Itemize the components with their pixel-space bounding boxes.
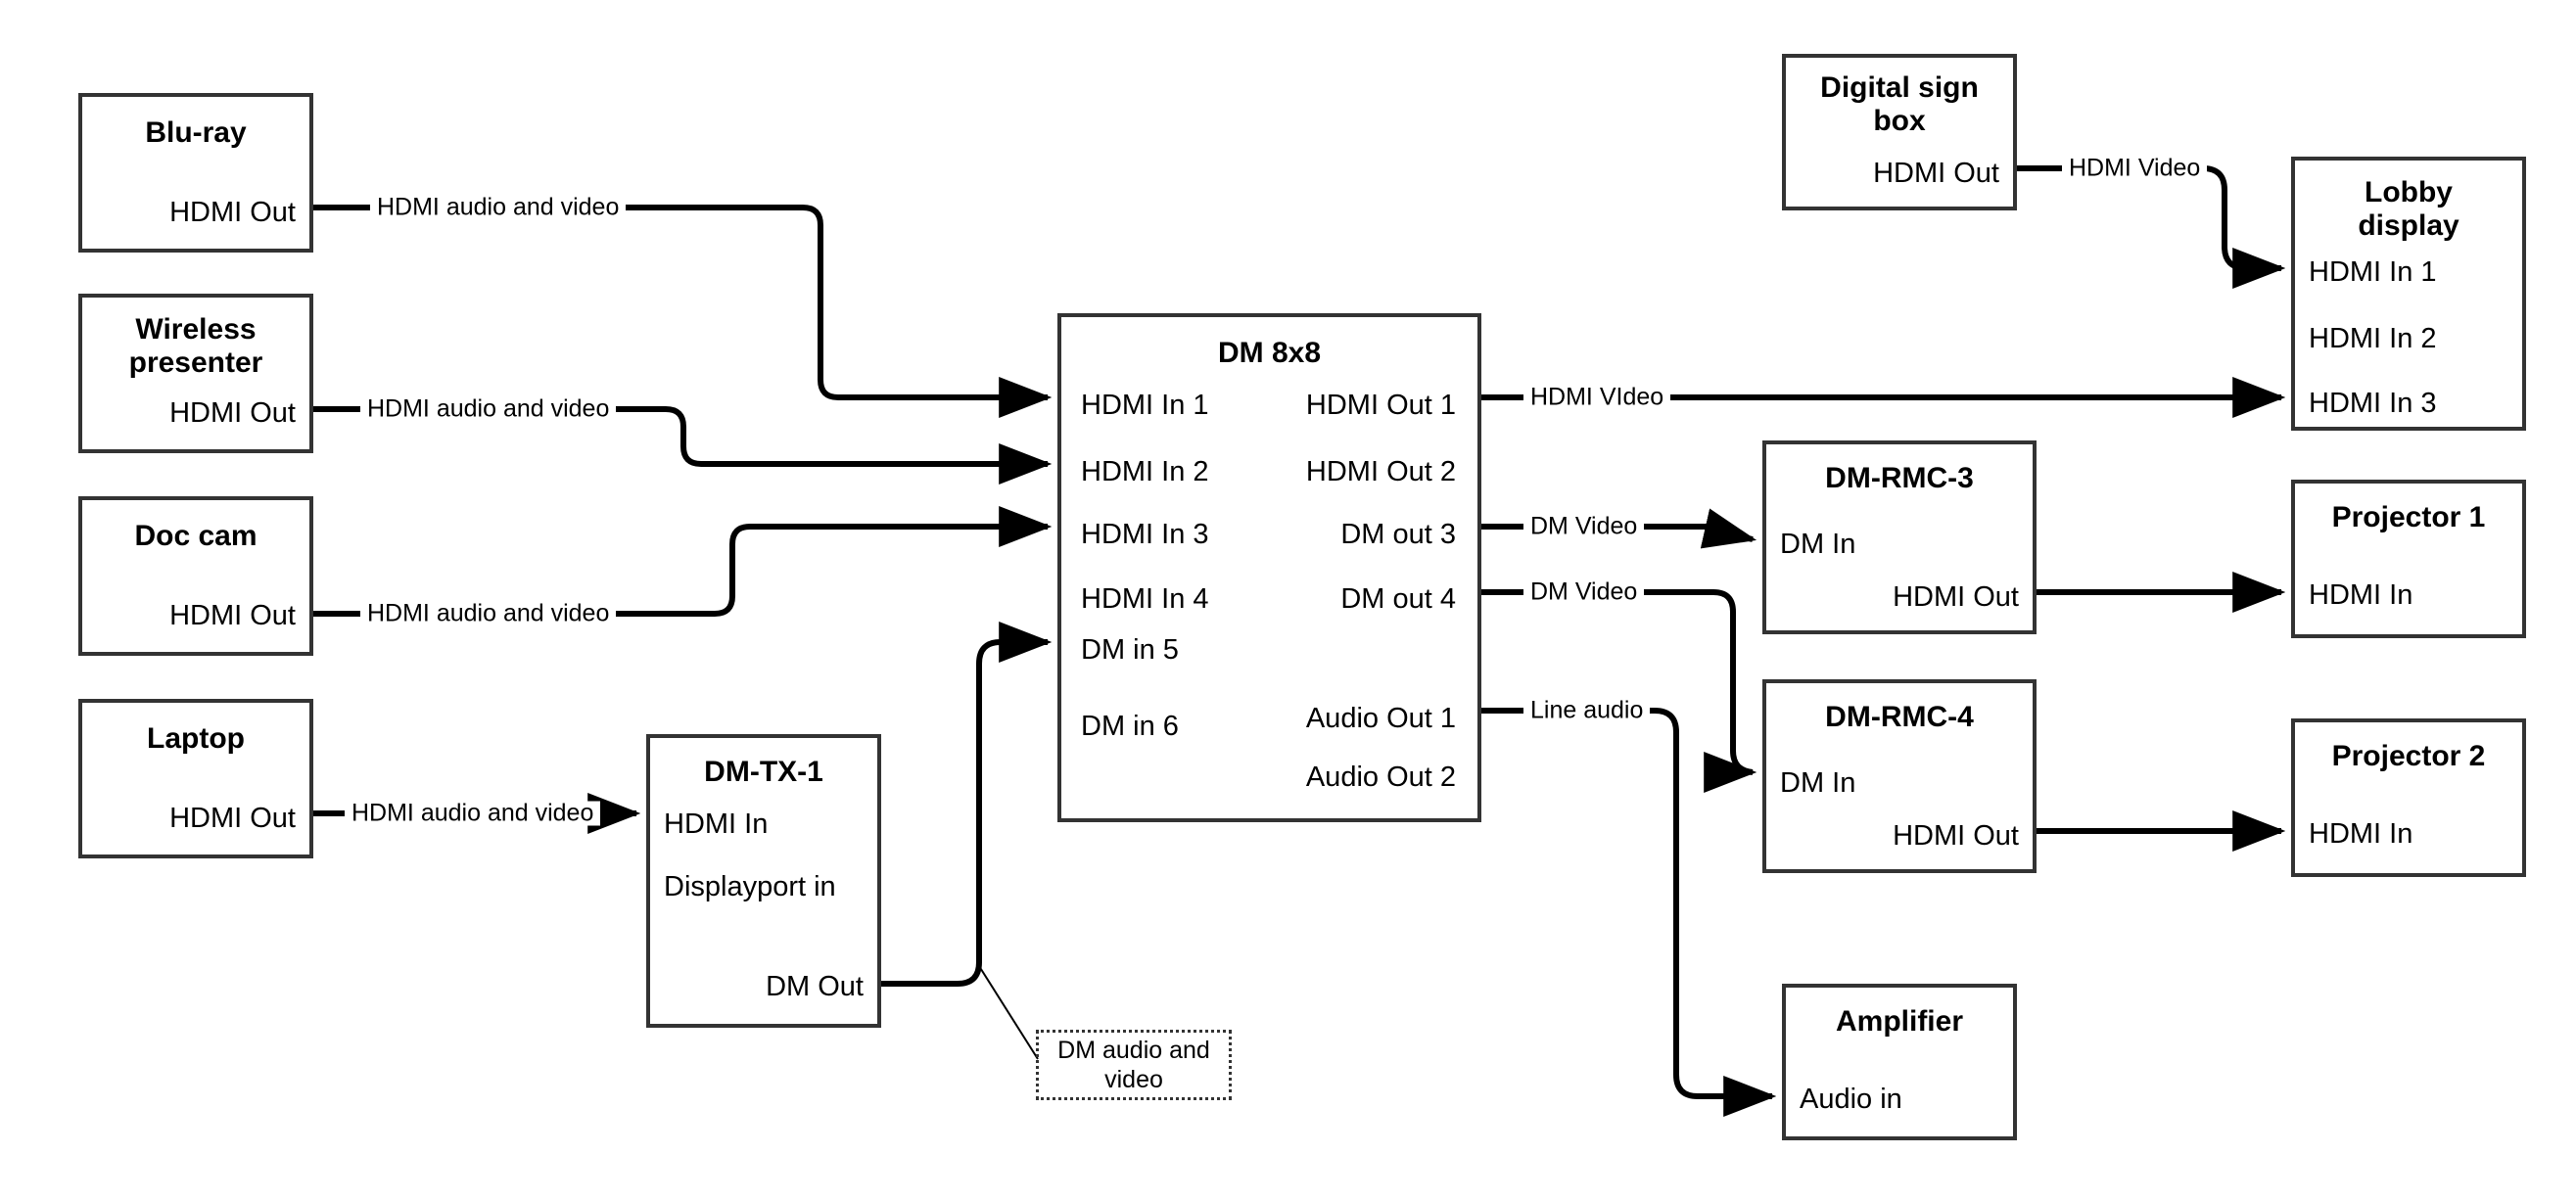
wire-bluray-to-dm-hdmi-in-1 <box>313 205 1053 418</box>
wire-label-wireless-to-dm: HDMI audio and video <box>360 396 617 422</box>
port-wireless-presenter-hdmi-out[interactable]: HDMI Out <box>169 397 296 429</box>
port-projector-1-hdmi-in[interactable]: HDMI In <box>2309 579 2413 611</box>
port-doc-cam-hdmi-out[interactable]: HDMI Out <box>169 600 296 631</box>
wire-label-dm-out3-to-rmc3: DM Video <box>1523 514 1645 539</box>
port-dm-tx-1-displayport-in[interactable]: Displayport in <box>664 871 836 902</box>
node-amplifier-title: Amplifier <box>1835 1005 1964 1038</box>
wire-label-dm-out4-to-rmc4: DM Video <box>1523 579 1645 605</box>
node-laptop-title: Laptop <box>147 722 245 755</box>
port-dm-8x8-audio-out-1[interactable]: Audio Out 1 <box>1305 703 1456 734</box>
port-dm-8x8-hdmi-out-1[interactable]: HDMI Out 1 <box>1305 390 1456 421</box>
port-dm-8x8-hdmi-in-1[interactable]: HDMI In 1 <box>1081 390 1209 421</box>
port-dm-rmc-3-dm-in[interactable]: DM In <box>1780 529 1856 560</box>
port-dm-8x8-dm-in-6[interactable]: DM in 6 <box>1081 711 1179 742</box>
port-lobby-display-hdmi-in-3[interactable]: HDMI In 3 <box>2309 388 2437 419</box>
wire-sign-to-lobby-hdmi-in-1 <box>2017 165 2286 289</box>
node-lobby-display[interactable]: Lobby display HDMI In 1 HDMI In 2 HDMI I… <box>2291 157 2526 431</box>
note-dm-audio-and-video: DM audio and video <box>1036 1030 1232 1100</box>
wire-label-laptop-to-tx: HDMI audio and video <box>345 801 601 826</box>
note-dm-audio-and-video-text: DM audio and video <box>1057 1037 1210 1093</box>
wire-label-doccam-to-dm: HDMI audio and video <box>360 601 617 626</box>
wire-label-bluray-to-dm: HDMI audio and video <box>370 195 627 220</box>
port-dm-8x8-dm-out-4[interactable]: DM out 4 <box>1340 583 1456 615</box>
port-dm-8x8-dm-out-3[interactable]: DM out 3 <box>1340 519 1456 550</box>
port-dm-rmc-3-hdmi-out[interactable]: HDMI Out <box>1893 581 2019 613</box>
wire-label-sign-to-lobby: HDMI Video <box>2062 156 2208 181</box>
node-amplifier[interactable]: Amplifier Audio in <box>1782 984 2017 1140</box>
node-projector-1-title: Projector 1 <box>2331 501 2486 533</box>
node-projector-1[interactable]: Projector 1 HDMI In <box>2291 480 2526 638</box>
node-wireless-presenter-title: Wireless presenter <box>128 313 263 379</box>
node-dm-tx-1-title: DM-TX-1 <box>704 756 823 788</box>
port-dm-8x8-hdmi-in-2[interactable]: HDMI In 2 <box>1081 456 1209 487</box>
node-laptop[interactable]: Laptop HDMI Out <box>78 699 313 858</box>
node-digital-sign-box[interactable]: Digital sign box HDMI Out <box>1782 54 2017 210</box>
node-dm-tx-1[interactable]: DM-TX-1 HDMI In Displayport in DM Out <box>646 734 881 1028</box>
port-dm-8x8-dm-in-5[interactable]: DM in 5 <box>1081 634 1179 666</box>
port-dm-8x8-hdmi-in-3[interactable]: HDMI In 3 <box>1081 519 1209 550</box>
port-dm-tx-1-hdmi-in[interactable]: HDMI In <box>664 808 769 840</box>
port-dm-8x8-audio-out-2[interactable]: Audio Out 2 <box>1305 762 1456 793</box>
node-dm-8x8[interactable]: DM 8x8 HDMI In 1 HDMI In 2 HDMI In 3 HDM… <box>1057 313 1481 822</box>
port-dm-tx-1-dm-out[interactable]: DM Out <box>766 971 864 1002</box>
wire-tx-to-dm-in-5 <box>881 622 1053 987</box>
node-bluray[interactable]: Blu-ray HDMI Out <box>78 93 313 253</box>
node-projector-2[interactable]: Projector 2 HDMI In <box>2291 718 2526 877</box>
node-bluray-title: Blu-ray <box>145 116 247 149</box>
node-wireless-presenter[interactable]: Wireless presenter HDMI Out <box>78 294 313 453</box>
wire-label-audio-out1-to-amplifier: Line audio <box>1523 698 1651 723</box>
port-bluray-hdmi-out[interactable]: HDMI Out <box>169 197 296 228</box>
port-dm-8x8-hdmi-out-2[interactable]: HDMI Out 2 <box>1305 456 1456 487</box>
port-amplifier-audio-in[interactable]: Audio in <box>1800 1084 1902 1115</box>
port-projector-2-hdmi-in[interactable]: HDMI In <box>2309 818 2413 850</box>
wire-dm-out4-to-rmc4-dm-in <box>1481 589 1757 788</box>
port-dm-8x8-hdmi-in-4[interactable]: HDMI In 4 <box>1081 583 1209 615</box>
node-dm-rmc-4[interactable]: DM-RMC-4 DM In HDMI Out <box>1762 679 2037 873</box>
node-dm-rmc-3[interactable]: DM-RMC-3 DM In HDMI Out <box>1762 440 2037 634</box>
node-lobby-display-title: Lobby display <box>2358 176 2459 242</box>
port-dm-rmc-4-dm-in[interactable]: DM In <box>1780 767 1856 799</box>
port-laptop-hdmi-out[interactable]: HDMI Out <box>169 803 296 834</box>
port-lobby-display-hdmi-in-2[interactable]: HDMI In 2 <box>2309 323 2437 354</box>
node-doc-cam-title: Doc cam <box>134 520 258 552</box>
node-digital-sign-box-title: Digital sign box <box>1820 71 1979 137</box>
node-doc-cam[interactable]: Doc cam HDMI Out <box>78 496 313 656</box>
port-digital-sign-box-hdmi-out[interactable]: HDMI Out <box>1873 158 1999 189</box>
port-lobby-display-hdmi-in-1[interactable]: HDMI In 1 <box>2309 256 2437 288</box>
node-dm-rmc-3-title: DM-RMC-3 <box>1825 462 1974 494</box>
port-dm-rmc-4-hdmi-out[interactable]: HDMI Out <box>1893 820 2019 852</box>
node-dm-rmc-4-title: DM-RMC-4 <box>1825 701 1974 733</box>
node-projector-2-title: Projector 2 <box>2331 740 2486 772</box>
node-dm-8x8-title: DM 8x8 <box>1217 337 1322 369</box>
leader-line-dm-audio-video-note <box>978 965 1039 1060</box>
wire-dm-audio-out1-to-amplifier <box>1481 708 1777 1117</box>
wire-label-dm-out1-to-lobby: HDMI VIdeo <box>1523 385 1671 410</box>
